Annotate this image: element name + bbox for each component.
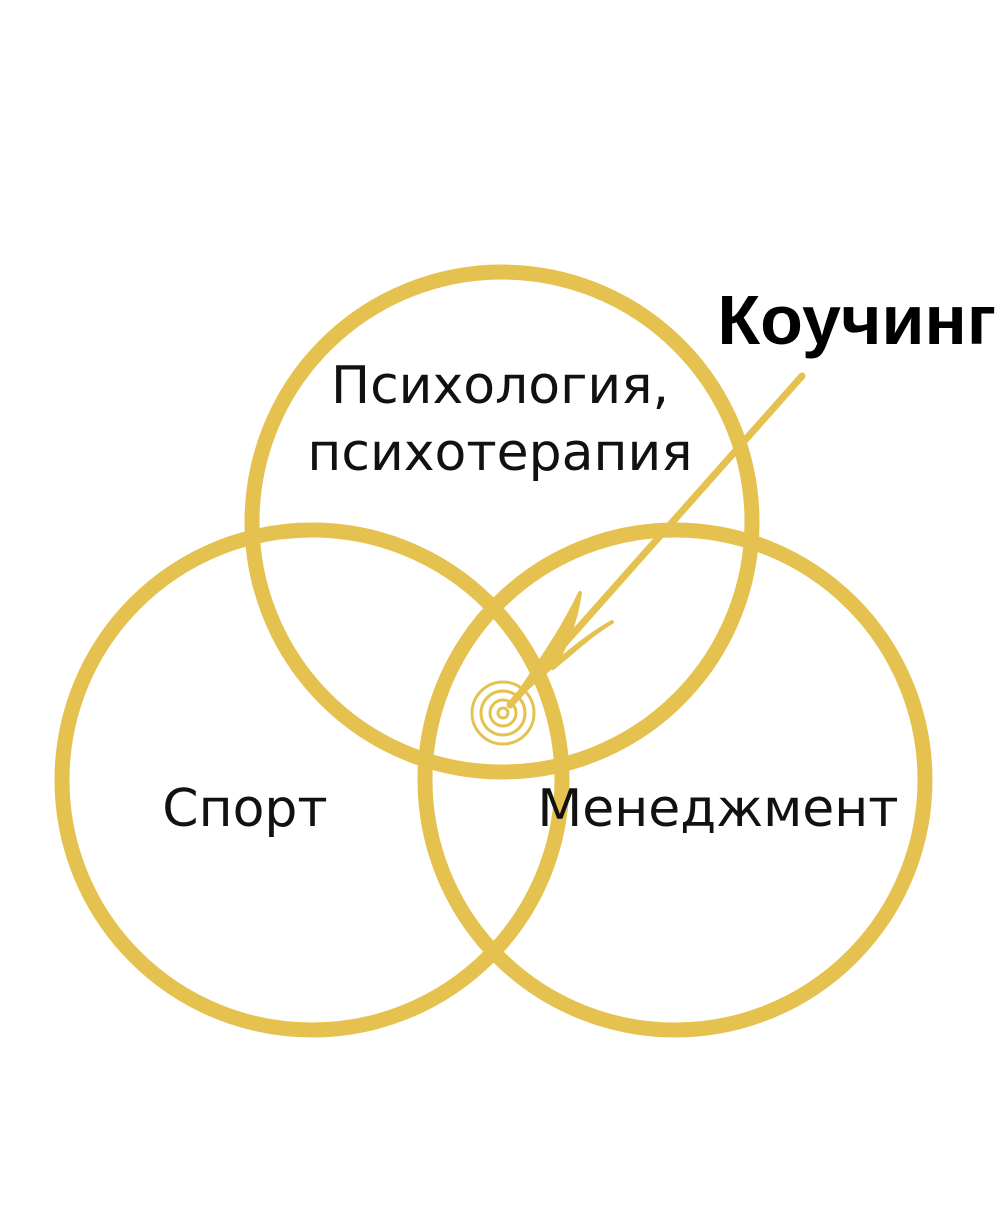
circles-group	[54, 264, 933, 1038]
target-icon	[470, 680, 536, 746]
label-coaching: Коучинг	[717, 281, 996, 359]
circle-psychology	[244, 264, 760, 780]
arrowhead	[512, 591, 614, 702]
circle-sport	[54, 522, 570, 1038]
arrow-icon	[506, 372, 806, 709]
circle-management	[417, 522, 933, 1038]
label-sport: Спорт	[162, 779, 327, 839]
label-management: Менеджмент	[537, 779, 898, 839]
label-psychology-line1: Психология,	[331, 356, 669, 416]
label-psychology-line2: психотерапия	[307, 423, 692, 483]
